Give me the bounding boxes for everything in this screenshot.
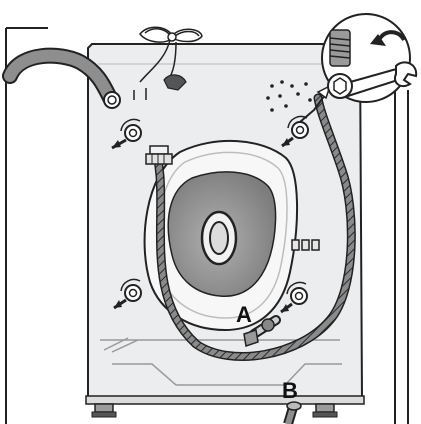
drum-centre-nut — [202, 212, 236, 264]
vent-slots — [292, 240, 319, 250]
inlet-valve-connector-icon — [146, 146, 172, 164]
leveling-foot-right — [313, 404, 337, 417]
transit-bolt-icon — [330, 30, 350, 66]
callout-magnifier — [322, 14, 416, 102]
connector-b-label: B — [282, 378, 298, 403]
leveling-foot-left — [92, 404, 116, 417]
connector-b-icon — [287, 402, 301, 424]
connector-a-label: A — [236, 302, 252, 327]
